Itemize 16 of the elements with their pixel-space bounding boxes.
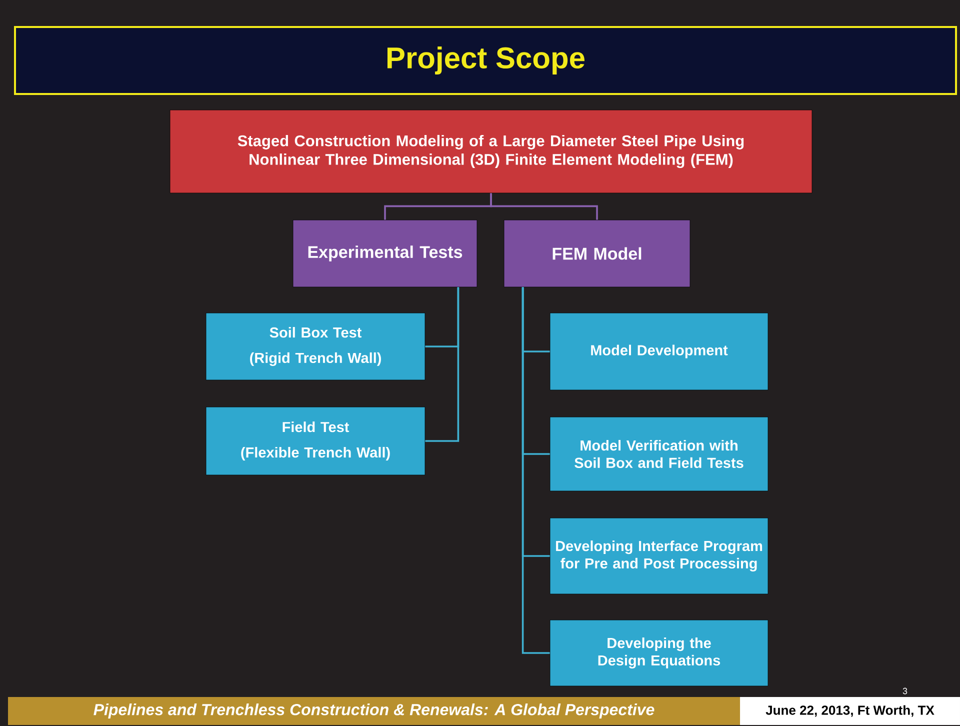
task-box: Field Test (Flexible Trench Wall) xyxy=(206,406,426,476)
title-banner: Project Scope xyxy=(14,26,958,95)
task-box: Model Development xyxy=(550,312,768,390)
date-box: June 22, 2013, Ft Worth, TX xyxy=(740,697,960,725)
task-box: Developing the Design Equations xyxy=(550,620,768,686)
connector-line xyxy=(425,287,460,442)
connector-line xyxy=(490,193,598,220)
footer-banner: Pipelines and Trenchless Construction & Renewals: A Global Perspective xyxy=(8,697,740,725)
task-box: Developing Interface Program for Pre and Post Processing xyxy=(550,518,768,594)
connector-line xyxy=(522,287,550,654)
scope-box: Staged Construction Modeling of a Large Diameter Steel Pipe Using Nonlinear Three Dimensional (3D) Finite Element Modeling (FEM) xyxy=(170,110,812,194)
category-box: FEM Model xyxy=(504,220,690,288)
task-box: Soil Box Test (Rigid Trench Wall) xyxy=(206,312,426,380)
category-box: Experimental Tests xyxy=(292,220,478,288)
task-box: Model Verification with Soil Box and Field Tests xyxy=(550,416,768,492)
page-number: 3 xyxy=(902,688,908,694)
